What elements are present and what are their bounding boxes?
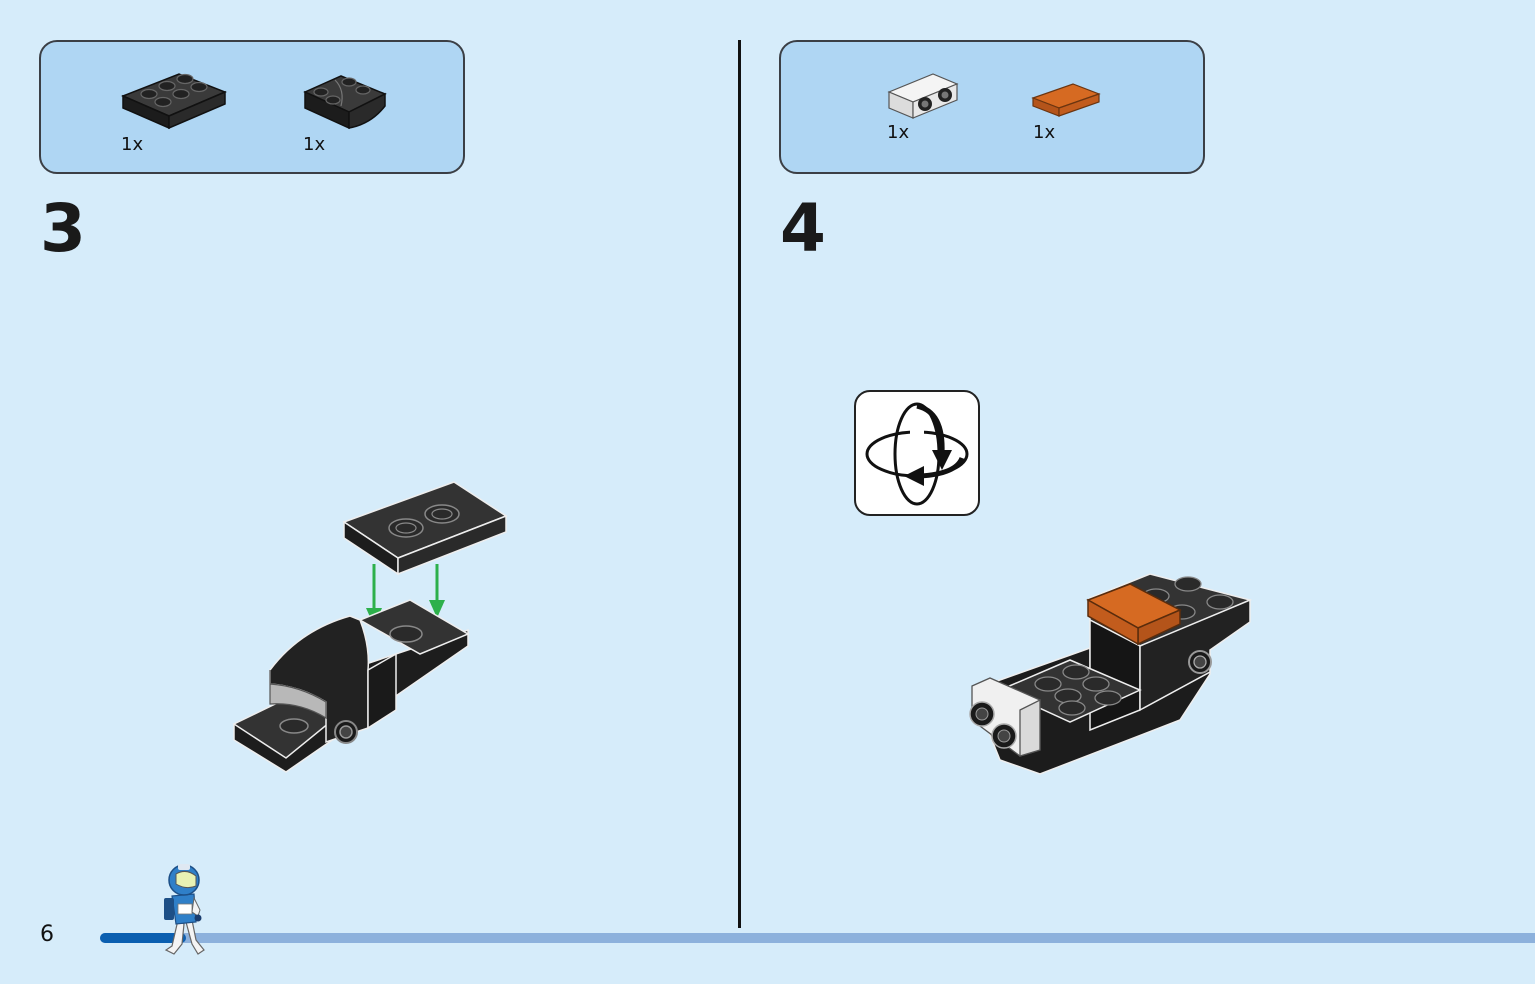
step-3-parts-box: 1x 1x <box>39 40 465 174</box>
part-quantity: 1x <box>303 134 326 155</box>
part-quantity: 1x <box>1033 122 1056 143</box>
rotate-model-icon <box>854 390 980 516</box>
base-assembly <box>232 599 470 773</box>
black-curved-slope-icon <box>303 75 387 130</box>
step-3-assembly-illustration <box>232 481 508 773</box>
page-number: 6 <box>40 922 54 947</box>
black-plate-2x3-icon <box>121 73 227 130</box>
step-number: 4 <box>780 190 826 267</box>
step-number: 3 <box>40 190 86 267</box>
astronaut-minifigure-icon <box>164 864 205 955</box>
progress-fill <box>100 933 186 943</box>
step-4-parts-box: 1x 1x <box>779 40 1205 174</box>
step-4-assembly-illustration <box>969 573 1253 775</box>
white-bracket-icon <box>887 73 959 119</box>
progress-track <box>100 933 1535 943</box>
plate-piece <box>342 481 508 576</box>
orange-tile-icon <box>1031 83 1101 117</box>
column-divider <box>738 40 741 928</box>
part-quantity: 1x <box>887 122 910 143</box>
part-quantity: 1x <box>121 134 144 155</box>
